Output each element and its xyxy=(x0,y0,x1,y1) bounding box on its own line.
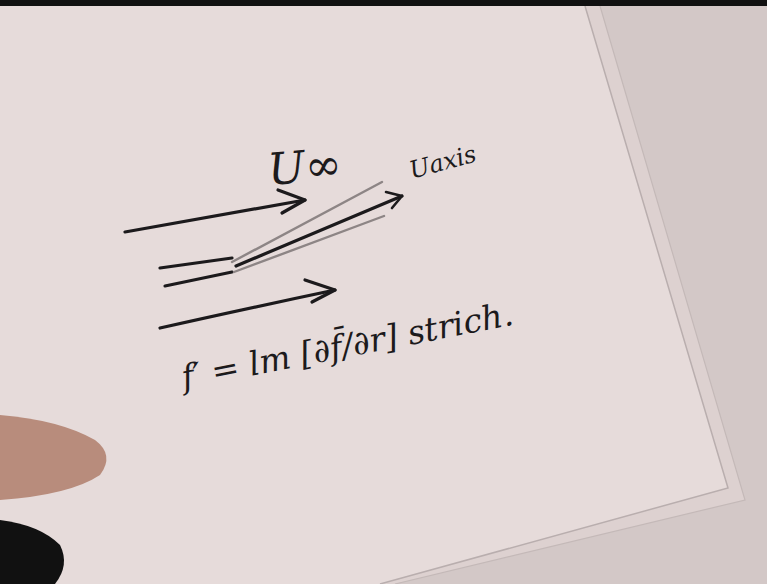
jet-edge xyxy=(234,216,384,272)
top-bar xyxy=(0,0,767,6)
handwritten-label: U∞ xyxy=(266,140,344,195)
axis-arrow xyxy=(236,196,402,266)
flow-arrow xyxy=(160,290,335,328)
sheet-edge xyxy=(395,6,745,584)
paper-edge xyxy=(380,6,728,584)
arrow-head xyxy=(386,192,402,208)
jet-edge xyxy=(232,182,382,262)
nozzle-wall xyxy=(160,258,232,268)
paper-sheet xyxy=(0,6,728,584)
arrow-head xyxy=(305,280,335,302)
flow-arrow xyxy=(125,200,305,232)
hand xyxy=(0,415,106,500)
arrow-head xyxy=(278,190,305,213)
nozzle-wall xyxy=(165,272,232,286)
back-sheet xyxy=(0,6,745,584)
marker xyxy=(0,520,64,584)
